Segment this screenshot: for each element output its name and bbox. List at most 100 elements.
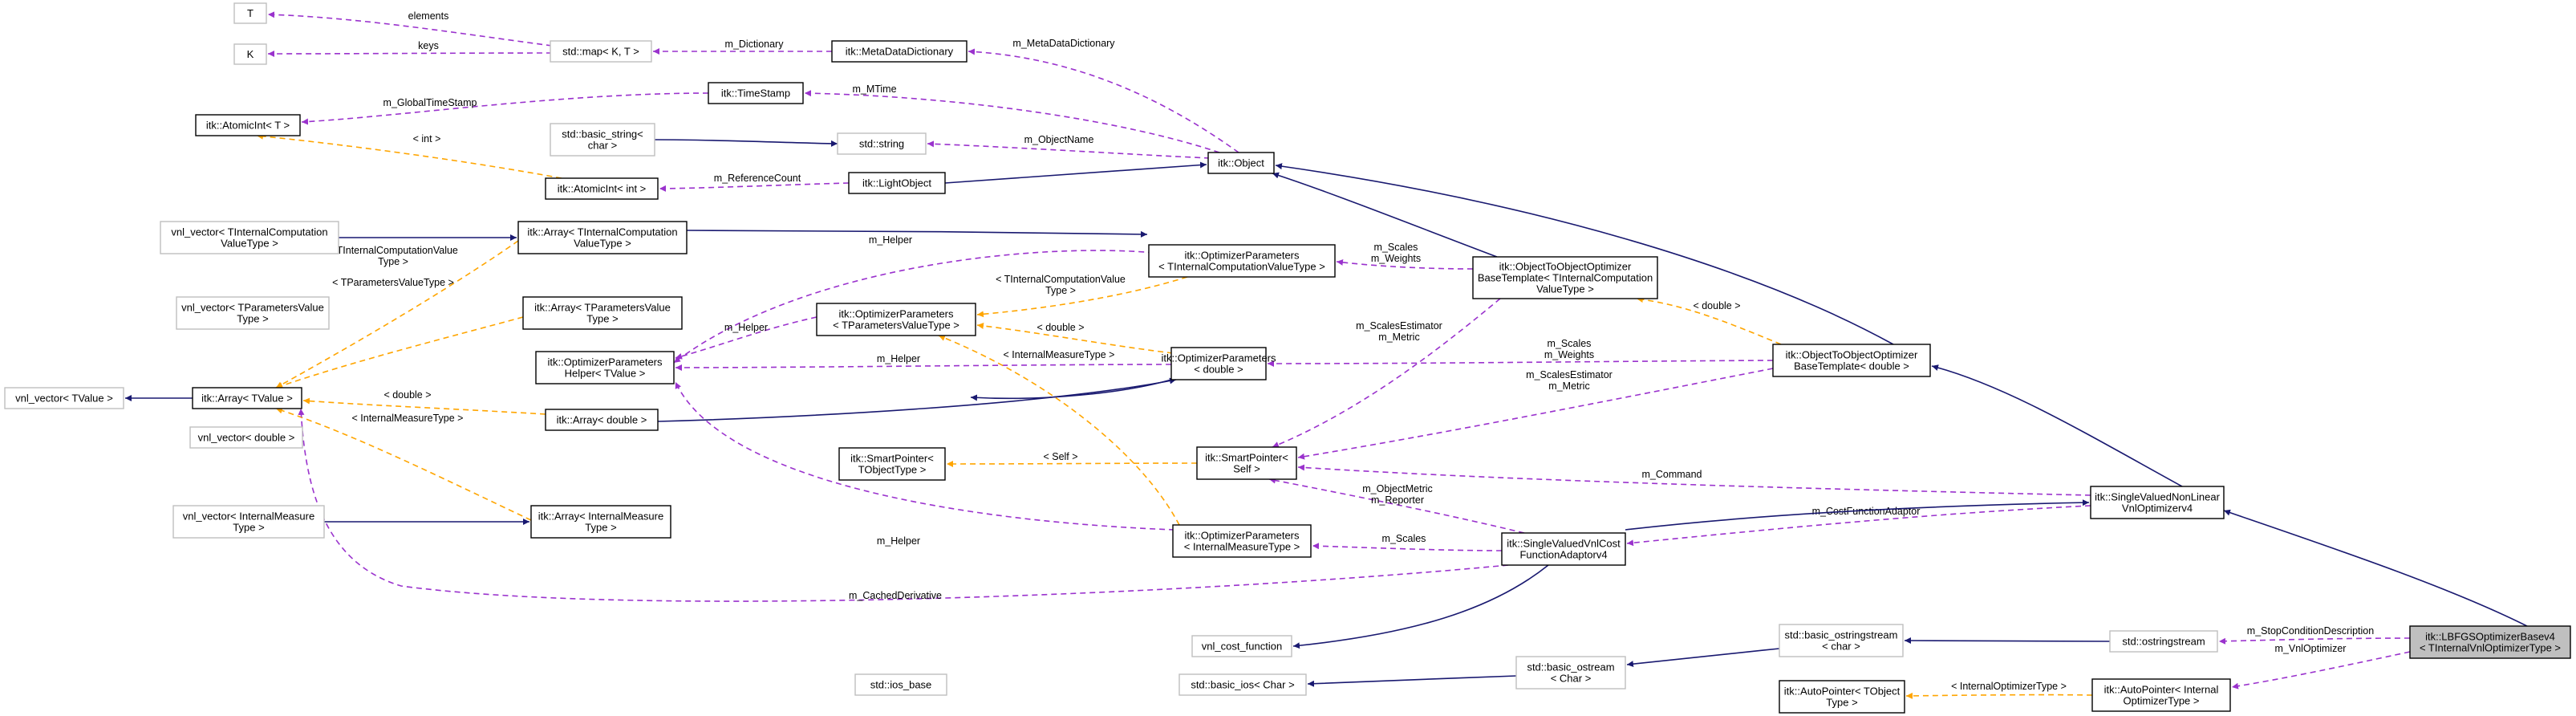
node-optpTP[interactable]: itk::OptimizerParameters< TParametersVal… [816,303,976,336]
edge-e19: m_Helper [675,316,817,360]
edge-label-line: m_GlobalTimeStamp [383,97,477,108]
node-arrD[interactable]: itk::Array< double > [545,409,659,431]
edge-label: < InternalMeasureType > [1004,349,1115,360]
edge-e9: m_ObjectName [927,134,1211,159]
node-label: itk::LBFGSOptimizerBasev4 [2425,631,2555,643]
node-box [550,123,655,157]
edge-label-line: m_Scales [1548,338,1592,349]
edge-line [1626,505,2091,547]
node-optpIM[interactable]: itk::OptimizerParameters< InternalMeasur… [1172,524,1312,558]
node-label: Type > [233,522,264,534]
node-arrTP[interactable]: itk::Array< TParametersValueType > [522,296,683,330]
node-label: K [247,48,254,60]
node-label: std::basic_ostringstream [1785,629,1898,641]
edge-line [1275,163,1894,345]
node-o2oD[interactable]: itk::ObjectToObjectOptimizerBaseTemplate… [1772,344,1931,377]
node-object[interactable]: itk::Object [1207,152,1275,174]
edge-label-line: < double > [1036,322,1084,333]
node-vnlTP: vnl_vector< TParametersValueType > [176,296,330,330]
edge-label-line: m_Helper [724,322,768,333]
node-label: itk::AutoPointer< TObject [1784,685,1901,698]
edge-label: < InternalOptimizerType > [1951,681,2067,692]
node-label: itk::AtomicInt< T > [206,120,290,132]
edge-e11 [944,161,1207,184]
edge-line [686,230,1148,238]
edge-label-line: < int > [413,133,441,144]
node-spTO[interactable]: itk::SmartPointer<TObjectType > [838,447,946,481]
edge-label-line: < InternalOptimizerType > [1951,681,2067,692]
node-vnlTV: vnl_vector< TValue > [4,387,124,409]
node-box [1515,656,1626,690]
edge-line [1336,258,1474,270]
node-vnlcost: vnl_cost_function [1191,635,1292,657]
node-lbfgs[interactable]: itk::LBFGSOptimizerBasev4< TInternalVnlO… [2409,625,2571,659]
node-label: std::string [859,138,904,150]
node-box [176,296,330,330]
edge-line [657,377,1177,422]
edge-label-line: m_ReferenceCount [714,173,801,184]
edge-label: < double > [383,389,431,401]
edge-e49: < InternalOptimizerType > [1905,681,2093,699]
edge-label-line: < TInternalComputationValue [996,274,1126,285]
node-spSelf[interactable]: itk::SmartPointer<Self > [1196,446,1297,480]
node-atomicint[interactable]: itk::AtomicInt< int > [545,177,659,200]
node-label: Type > [585,522,616,534]
node-basicstr: std::basic_string<char > [550,123,655,157]
edge-line [298,408,1509,602]
edge-label: < InternalMeasureType > [352,413,464,424]
node-vnlTIC: vnl_vector< TInternalComputationValueTyp… [160,221,339,254]
edge-e1: elements [267,10,553,47]
edge-label-line: m_CachedDerivative [849,590,942,601]
node-label: < TParametersValueType > [833,319,959,332]
node-label: Type > [237,313,268,325]
node-label: char > [588,140,618,152]
edge-line [1625,499,2090,531]
node-optpTIC[interactable]: itk::OptimizerParameters< TInternalCompu… [1148,244,1336,278]
node-timestamp[interactable]: itk::TimeStamp [708,82,804,104]
node-label: < InternalMeasureType > [1184,541,1300,553]
edge-e8 [654,139,838,147]
node-label: itk::LightObject [862,177,931,189]
node-apIO[interactable]: itk::AutoPointer< InternalOptimizerType … [2091,678,2231,712]
edge-e20: < double > [976,322,1174,354]
node-mdd[interactable]: itk::MetaDataDictionary [831,40,968,63]
node-apTO[interactable]: itk::AutoPointer< TObjectType > [1779,680,1905,714]
node-box [550,40,652,63]
node-label: itk::SmartPointer< [850,453,934,465]
node-o2oTIC[interactable]: itk::ObjectToObjectOptimizerBaseTemplate… [1472,256,1658,299]
edge-label: m_GlobalTimeStamp [383,97,477,108]
node-label: std::basic_ios< Char > [1191,679,1294,691]
node-box [2091,678,2231,712]
edge-label-line: Type > [1045,285,1076,296]
edge-line [1268,477,1525,534]
node-label: itk::OptimizerParameters [547,356,663,368]
edge-label-line: m_MetaDataDictionary [1012,38,1115,49]
node-arrIM[interactable]: itk::Array< InternalMeasureType > [530,505,671,539]
edge-e35: < Self > [946,451,1198,467]
edge-label-line: < Self > [1043,451,1077,462]
node-arrTV[interactable]: itk::Array< TValue > [192,387,302,409]
edge-label: m_Scales [1382,533,1426,544]
edge-label-line: m_Dictionary [725,39,785,50]
node-costfn[interactable]: itk::SingleValuedVnlCostFunctionAdaptorv… [1501,532,1626,566]
node-arrTIC[interactable]: itk::Array< TInternalComputationValueTyp… [517,221,688,254]
node-box [4,387,124,409]
edge-label: m_CachedDerivative [849,590,942,601]
node-box [837,132,927,155]
node-lightobj[interactable]: itk::LightObject [848,172,946,194]
node-box [1772,344,1931,377]
node-box [172,505,325,539]
node-box [1191,635,1292,657]
node-atomicT[interactable]: itk::AtomicInt< T > [195,114,301,136]
edge-label: elements [408,10,449,22]
node-optpD[interactable]: itk::OptimizerParameters< double > [1161,347,1276,380]
node-ostream: std::ostringstream [2109,630,2218,653]
node-box [1472,256,1658,299]
edge-label: < double > [1693,300,1740,311]
edge-label-line: m_Scales [1382,533,1426,544]
